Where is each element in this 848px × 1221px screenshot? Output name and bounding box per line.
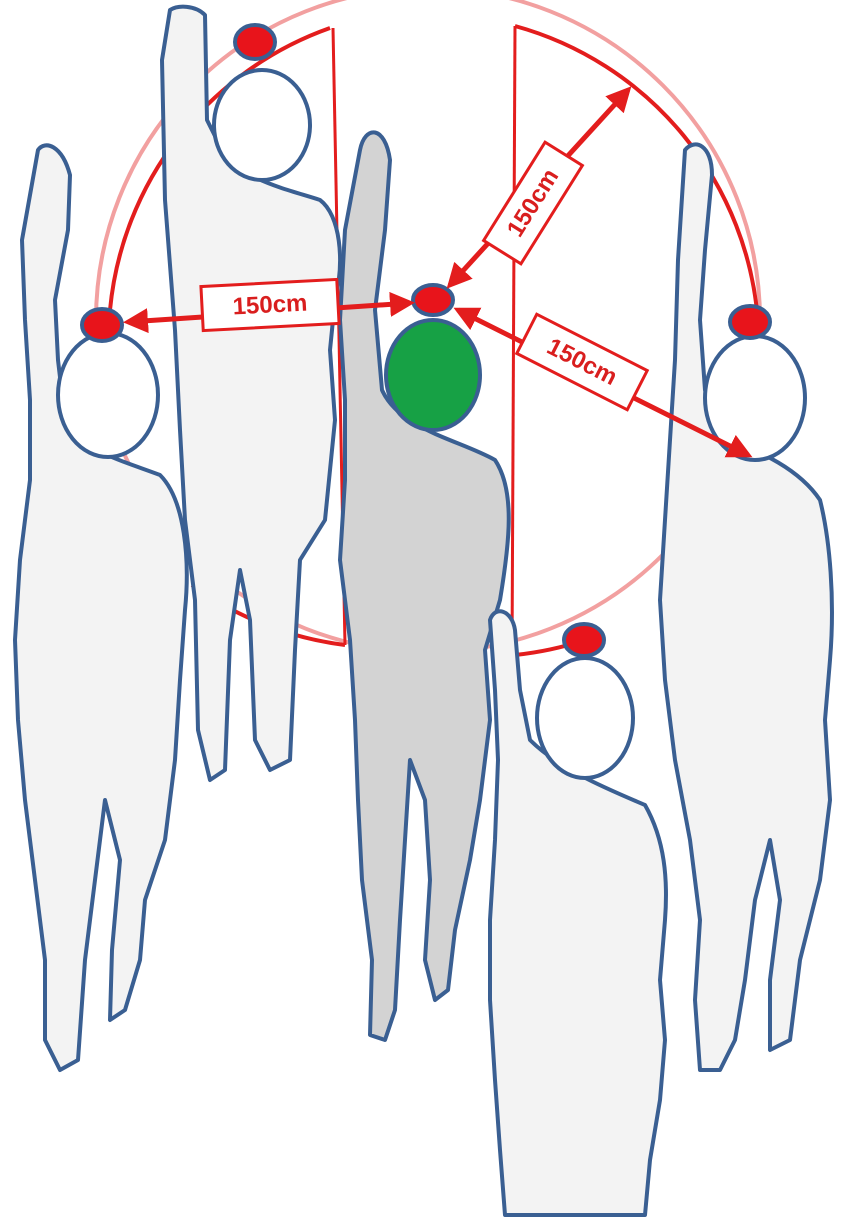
person-left-head — [58, 333, 158, 457]
person-right — [660, 144, 832, 1070]
person-top-left-head — [214, 70, 310, 180]
distance-label-left-text: 150cm — [232, 290, 308, 321]
distance-label-left: 150cm — [201, 279, 339, 330]
person-central-marker — [413, 285, 453, 315]
person-central-body — [340, 132, 509, 1040]
person-left — [15, 145, 187, 1070]
person-right-marker — [730, 306, 770, 338]
distance-label-lower-right: 150cm — [517, 314, 647, 409]
person-left-body — [15, 145, 187, 1070]
person-left-marker — [82, 309, 122, 341]
person-central — [340, 132, 509, 1040]
person-bottom — [490, 611, 666, 1215]
person-top-left-marker — [235, 25, 275, 59]
person-bottom-marker — [564, 624, 604, 656]
distance-label-upper-right: 150cm — [484, 142, 583, 264]
person-right-body — [660, 144, 832, 1070]
person-top-left — [162, 7, 340, 780]
person-central-head — [386, 320, 480, 430]
person-bottom-head — [537, 658, 633, 778]
